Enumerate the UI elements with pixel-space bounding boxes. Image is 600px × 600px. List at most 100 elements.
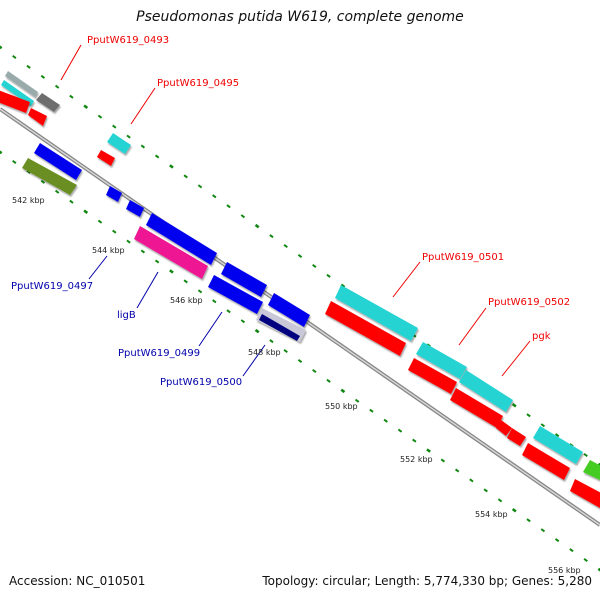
leader-line [242,344,266,377]
tick-mark [369,408,374,413]
gene-feature-cyan [335,285,418,341]
gene-feature-blue [208,275,263,314]
gene-label[interactable]: PputW619_0499 [118,348,200,359]
cds-feature [450,388,503,428]
tick-mark [26,169,31,174]
accession-text: Accession: NC_010501 [9,574,146,588]
gene-feature-blue [221,262,267,297]
tick-mark [254,223,260,229]
gene-feature-olive [22,158,77,195]
scale-label: 548 kbp [248,348,281,357]
tick-mark [511,508,517,513]
gene-feature-blue [106,186,122,202]
tick-mark [83,104,89,109]
leader-line [136,271,159,309]
gene-label[interactable]: PputW619_0501 [422,252,504,263]
tick-mark [112,229,117,234]
tick-marks [0,45,600,572]
cds-feature [496,420,512,436]
gene-feature-blue [34,143,82,180]
tick-mark [326,273,331,278]
tick-mark [597,462,600,467]
tick-mark [312,263,317,268]
tick-mark [169,164,174,169]
tick-mark [140,144,146,149]
tick-mark [540,423,546,428]
tick-mark [54,189,60,194]
tick-mark [326,378,331,383]
tick-mark [69,199,74,204]
scale-labels: 542 kbp 544 kbp 546 kbp 548 kbp 550 kbp … [12,196,581,575]
tick-mark [354,398,360,403]
scale-label: 552 kbp [400,455,433,464]
tick-mark [526,413,531,418]
tick-mark [583,558,588,563]
tick-mark [169,269,174,274]
tick-mark [40,179,46,184]
tick-mark [83,209,89,214]
tick-mark [469,478,474,483]
tick-mark [454,468,460,473]
genome-summary-text: Topology: circular; Length: 5,774,330 bp… [262,574,592,588]
gene-feature-cyan [107,133,131,154]
tick-mark [540,528,546,533]
tick-mark [297,254,303,259]
tick-mark [269,339,274,344]
tick-mark [54,84,60,89]
cds-feature [97,150,115,166]
tick-mark [26,64,31,69]
tick-mark [126,239,131,244]
scale-label: 546 kbp [170,296,203,305]
scale-label: 544 kbp [92,246,125,255]
tick-mark [197,289,203,294]
gene-label[interactable]: PputW619_0500 [160,377,242,388]
scale-label: 550 kbp [325,402,358,411]
tick-mark [212,194,217,199]
tick-mark [240,319,246,324]
tick-mark [197,184,203,189]
leader-line [60,44,82,81]
tick-mark [183,279,188,284]
cds-feature [325,301,406,356]
label-leaders [60,44,531,377]
leader-line [458,307,487,346]
tick-mark [69,94,74,99]
leader-line [88,255,108,280]
scale-label: 556 kbp [548,566,581,575]
tick-mark [140,249,146,254]
scale-label: 554 kbp [475,510,508,519]
tick-mark [40,74,46,79]
gene-feature-blue [126,200,144,217]
gene-label[interactable]: PputW619_0493 [87,35,169,46]
tick-mark [397,428,403,433]
tick-mark [12,159,17,164]
gene-label[interactable]: pgk [532,331,551,342]
tick-mark [554,538,560,543]
tick-mark [426,448,431,453]
gene-feature-darkgray [36,93,60,112]
tick-mark [240,214,246,219]
tick-mark [583,453,588,458]
leader-line [198,311,223,347]
tick-mark [0,150,3,155]
tick-mark [569,548,574,553]
gene-label[interactable]: PputW619_0497 [11,281,93,292]
gene-label[interactable]: ligB [117,310,136,321]
tick-mark [12,54,17,59]
tick-mark [283,244,288,249]
leader-line [392,261,421,298]
gene-label[interactable]: PputW619_0495 [157,78,239,89]
tick-mark [154,154,160,159]
tick-mark [340,388,346,394]
tick-mark [97,114,103,119]
tick-mark [112,124,117,129]
cds-feature [570,479,600,508]
cds-feature [28,108,47,126]
scale-label: 542 kbp [12,196,45,205]
tick-mark [226,309,231,314]
tick-mark [526,518,531,523]
gene-label[interactable]: PputW619_0502 [488,297,570,308]
tick-mark [183,174,188,179]
tick-mark [283,349,288,354]
tick-mark [440,458,446,463]
